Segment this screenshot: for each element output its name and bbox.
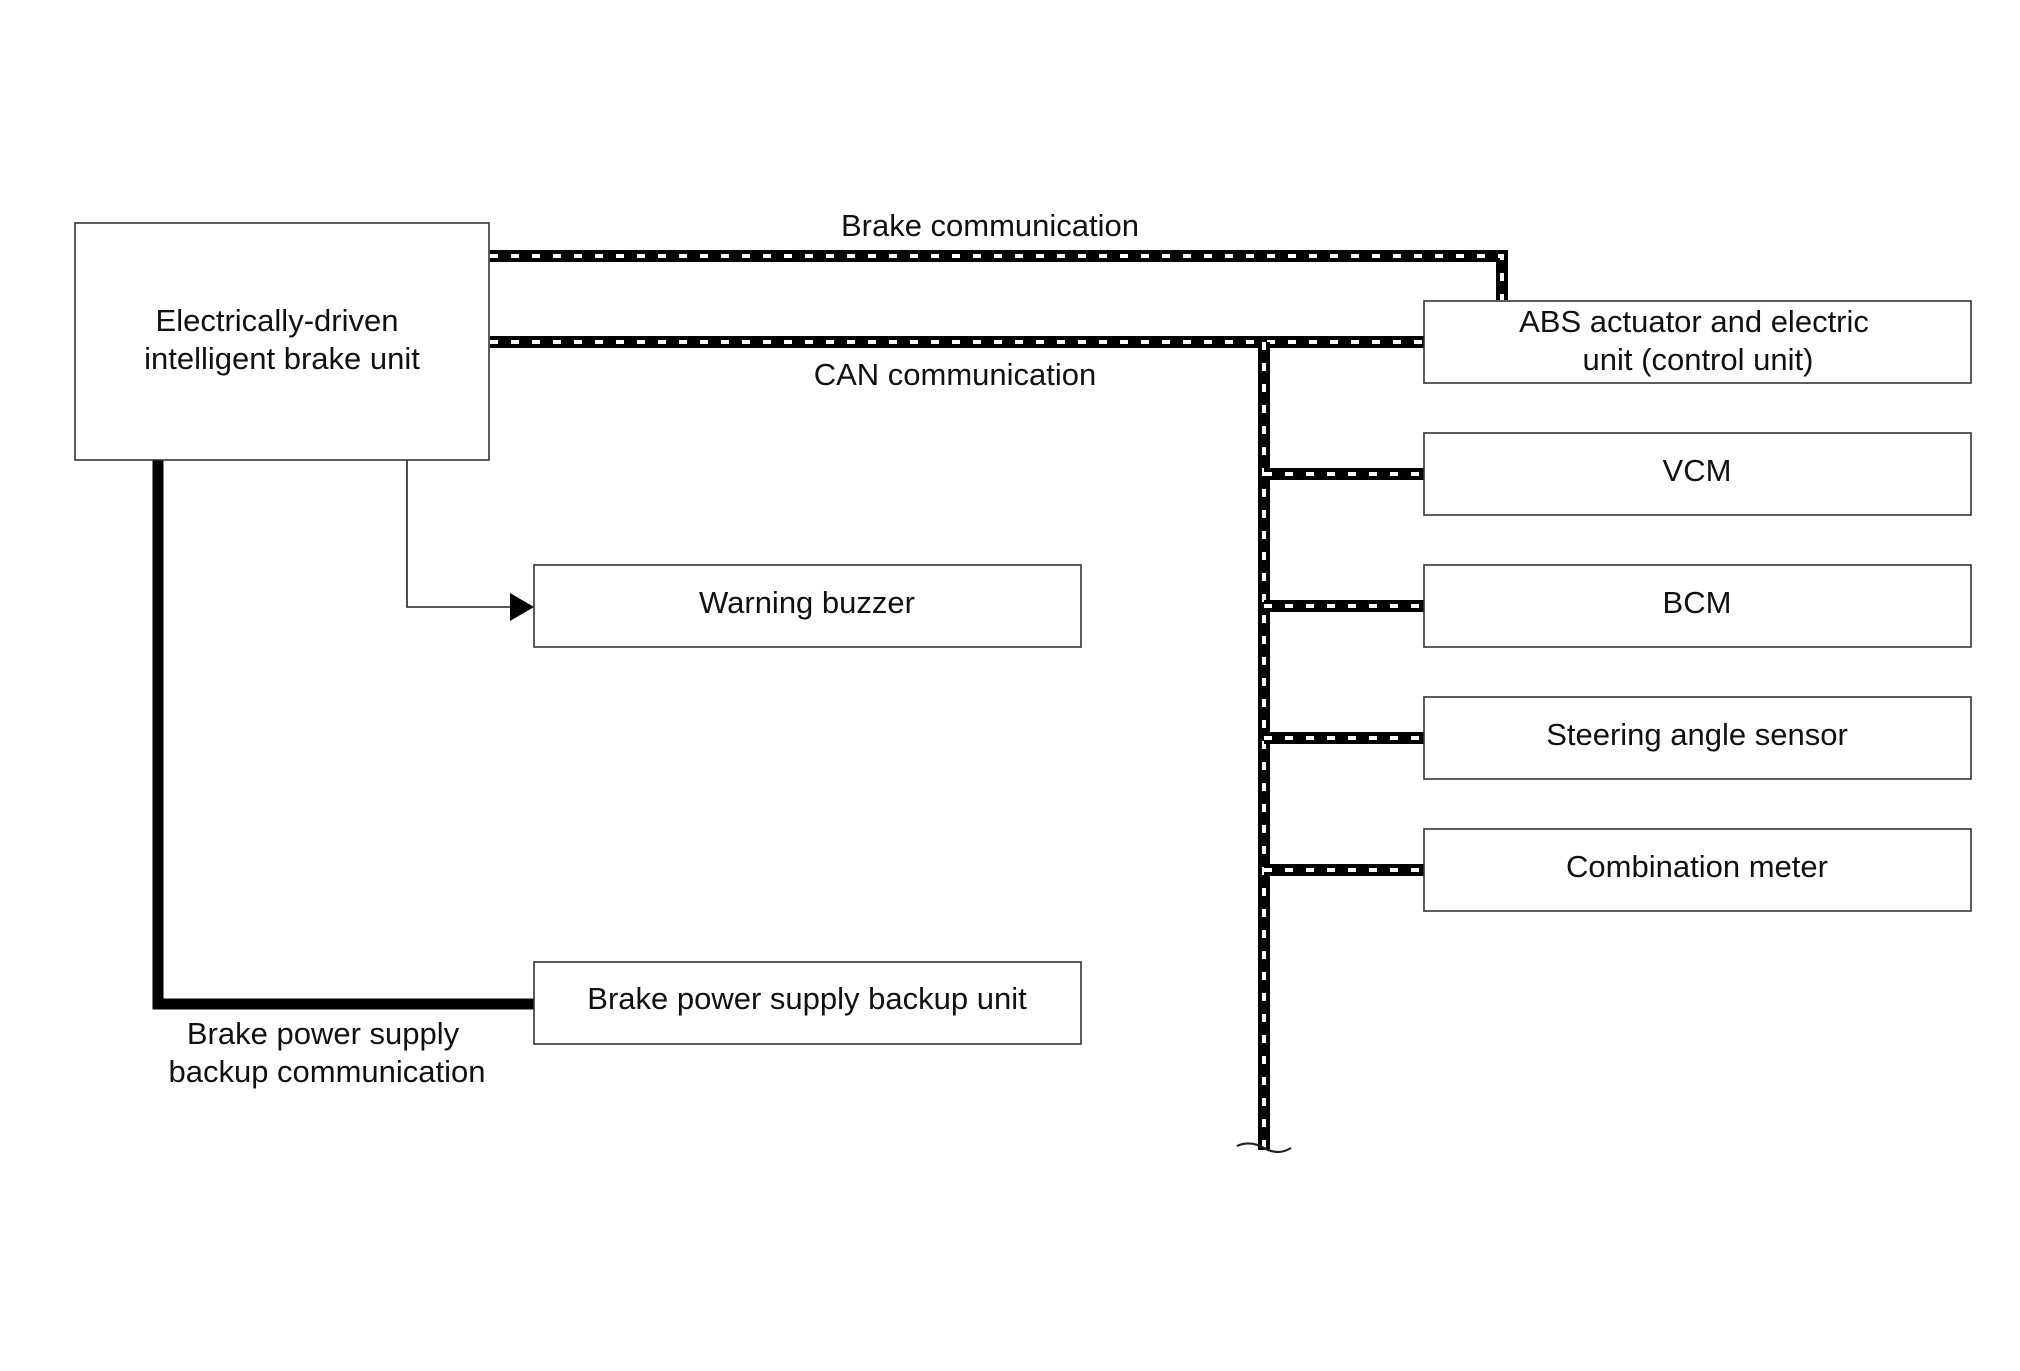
bcm-label: BCM	[1663, 585, 1732, 620]
intelligent-brake-unit-label-line1: Electrically-driven	[156, 303, 399, 338]
abs-actuator-unit-label-line2: unit (control unit)	[1583, 342, 1814, 377]
steering-angle-sensor-label: Steering angle sensor	[1546, 717, 1848, 752]
bcm-unit: BCM	[1423, 564, 1972, 648]
combination-meter-label: Combination meter	[1566, 849, 1828, 884]
can-trunk-line	[1236, 342, 1292, 1154]
abs-actuator-unit: ABS actuator and electric unit (control …	[1423, 300, 1972, 384]
vcm-label: VCM	[1663, 453, 1732, 488]
can-communication-label: CAN communication	[814, 357, 1097, 392]
abs-actuator-unit-label-line1: ABS actuator and electric	[1519, 304, 1869, 339]
steering-angle-sensor-unit: Steering angle sensor	[1423, 696, 1972, 780]
backup-communication-line	[152, 460, 534, 1010]
backup-unit-label: Brake power supply backup unit	[587, 981, 1027, 1016]
brake-communication-label: Brake communication	[841, 208, 1139, 243]
backup-communication-label-line1: Brake power supply	[187, 1016, 460, 1051]
combination-meter-unit: Combination meter	[1423, 828, 1972, 912]
brake-communication-line	[490, 250, 1508, 300]
backup-communication-label-line2: backup communication	[168, 1054, 485, 1089]
warning-buzzer-unit: Warning buzzer	[533, 564, 1082, 648]
intelligent-brake-unit: Electrically-driven intelligent brake un…	[74, 222, 490, 461]
warning-buzzer-label: Warning buzzer	[699, 585, 915, 620]
buzzer-signal-arrow	[406, 460, 534, 621]
backup-unit: Brake power supply backup unit	[533, 961, 1082, 1045]
intelligent-brake-unit-label-line2: intelligent brake unit	[144, 341, 420, 376]
vcm-unit: VCM	[1423, 432, 1972, 516]
